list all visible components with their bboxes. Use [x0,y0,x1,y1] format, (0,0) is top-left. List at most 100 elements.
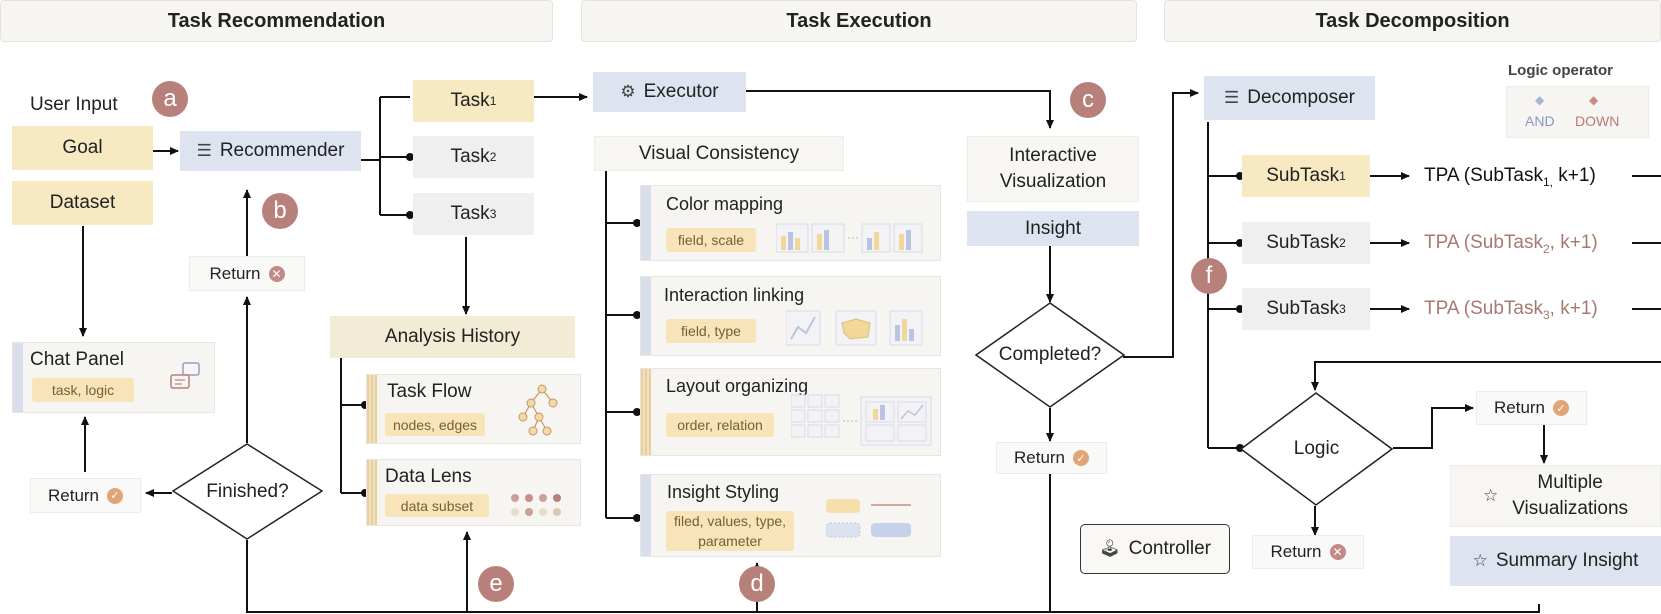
return-label: Return [1270,542,1322,561]
color-mapping-card: Color mapping field, scale [640,185,941,261]
interaction-linking-accent [641,277,651,355]
interactive-visualization-line2: Visualization [999,171,1107,192]
task-flow-accent [367,375,377,443]
task-3-label: Task [450,203,490,224]
interactive-visualization-line1: Interactive [1009,145,1097,166]
header-task-decomposition: Task Decomposition [1164,0,1661,42]
completed-decision: Completed? [998,344,1102,365]
return-accepted-execution: Return ✓ [996,442,1107,474]
and-diamond-icon: ◆ [1535,93,1545,107]
badge-d: d [739,566,775,602]
insight-styling-accent [641,475,651,556]
task-2-subscript: 2 [489,150,497,164]
return-label: Return [47,485,100,505]
list-icon: ☰ [1224,88,1240,107]
visual-consistency: Visual Consistency [594,136,844,171]
tpa-1-prefix: TPA (SubTask [1424,165,1543,186]
decomposer-module: ☰ Decomposer [1204,76,1375,120]
chat-bubbles-icon [170,362,200,389]
return-label: Return [209,263,261,283]
bar-chart-icon [776,223,923,253]
style-swatches-icon [826,499,911,538]
multiple-visualizations-text: Multiple Visualizations [1512,470,1628,522]
tree-graph-icon [518,384,558,436]
controller-module: 🕹 Controller [1080,524,1230,574]
logic-decision-shape [1240,392,1393,506]
chat-panel-accent [13,343,23,412]
linked-views-icon [786,310,923,346]
goal-box: Goal [12,126,153,170]
multiple-visualizations: ☆ Multiple Visualizations [1450,465,1661,527]
subtask-3-subscript: 3 [1339,302,1346,316]
down-label: DOWN [1575,113,1620,129]
badge-a: a [152,81,188,117]
dot-matrix-icon [511,494,561,516]
dataset-box: Dataset [12,181,153,225]
executor-module: ⚙ Executor [593,72,746,112]
recommender-label: Recommender [219,140,345,161]
user-input-label: User Input [30,94,118,115]
multiple-visualizations-line2: Visualizations [1512,498,1629,519]
insight-box: Insight [967,211,1139,246]
tpa-2-suffix: , k+1) [1549,232,1598,253]
analysis-history: Analysis History [330,316,575,358]
color-mapping-title: Color mapping [666,194,784,214]
multiple-visualizations-line1: Multiple [1537,472,1603,493]
data-lens-card: Data Lens data subset [366,459,581,526]
logic-operator-title: Logic operator [1508,62,1614,79]
finished-decision-shape [172,443,323,540]
task-1-label: Task [450,90,490,111]
task-flow-card: Task Flow nodes, edges [366,374,581,444]
return-accepted-recommendation: Return ✓ [30,478,141,513]
task-2-label: Task [450,146,490,167]
controller-label: Controller [1128,538,1211,559]
close-icon: ✕ [268,265,285,282]
return-label: Return [1013,448,1066,467]
tpa-subtask-3: TPA (SubTask3, k+1) [1424,298,1598,322]
close-icon: ✕ [1329,544,1346,560]
tpa-subtask-1: TPA (SubTask1, k+1) [1424,165,1596,189]
summary-insight-label: Summary Insight [1495,550,1639,571]
badge-b: b [262,193,298,229]
interaction-linking-title: Interaction linking [664,285,805,305]
interaction-linking-pill: field, type [666,319,756,343]
return-rejected-decomposition: Return ✕ [1252,535,1364,569]
chat-panel-title: Chat Panel [30,349,125,370]
insight-styling-pill: filed, values, type, parameter [666,511,794,551]
task-flow-title: Task Flow [387,381,472,402]
logic-decision: Logic [1293,438,1340,459]
layout-organizing-accent [641,369,651,455]
data-lens-accent [367,460,377,525]
task-1-subscript: 1 [489,94,497,108]
completed-decision-shape [975,302,1125,408]
insight-styling-title: Insight Styling [667,482,780,502]
layout-organizing-pill: order, relation [666,413,774,437]
chat-panel: Chat Panel task, logic [12,342,215,413]
layout-organizing-title: Layout organizing [666,376,809,396]
tpa-1-suffix: k+1) [1553,165,1596,186]
chat-panel-pill: task, logic [32,378,134,402]
header-task-execution: Task Execution [581,0,1137,42]
tpa-2-prefix: TPA (SubTask [1424,232,1543,253]
color-mapping-pill: field, scale [666,228,756,252]
logic-operator-legend: ◆ ◆ AND DOWN [1506,86,1649,138]
layout-grid-icon [791,394,932,446]
return-label: Return [1493,398,1546,417]
down-diamond-icon: ◆ [1589,93,1599,107]
return-rejected-recommendation: Return ✕ [189,256,305,291]
tpa-3-subscript: 3 [1542,307,1550,322]
insight-styling-card: Insight Styling filed, values, type, par… [640,474,941,557]
check-icon: ✓ [1073,450,1090,466]
interaction-linking-card: Interaction linking field, type [640,276,941,356]
tpa-1-subscript: 1, [1542,174,1553,189]
badge-c: c [1070,82,1106,118]
data-lens-title: Data Lens [385,466,472,487]
badge-f: f [1191,258,1227,294]
subtask-1-label: SubTask [1266,165,1340,186]
